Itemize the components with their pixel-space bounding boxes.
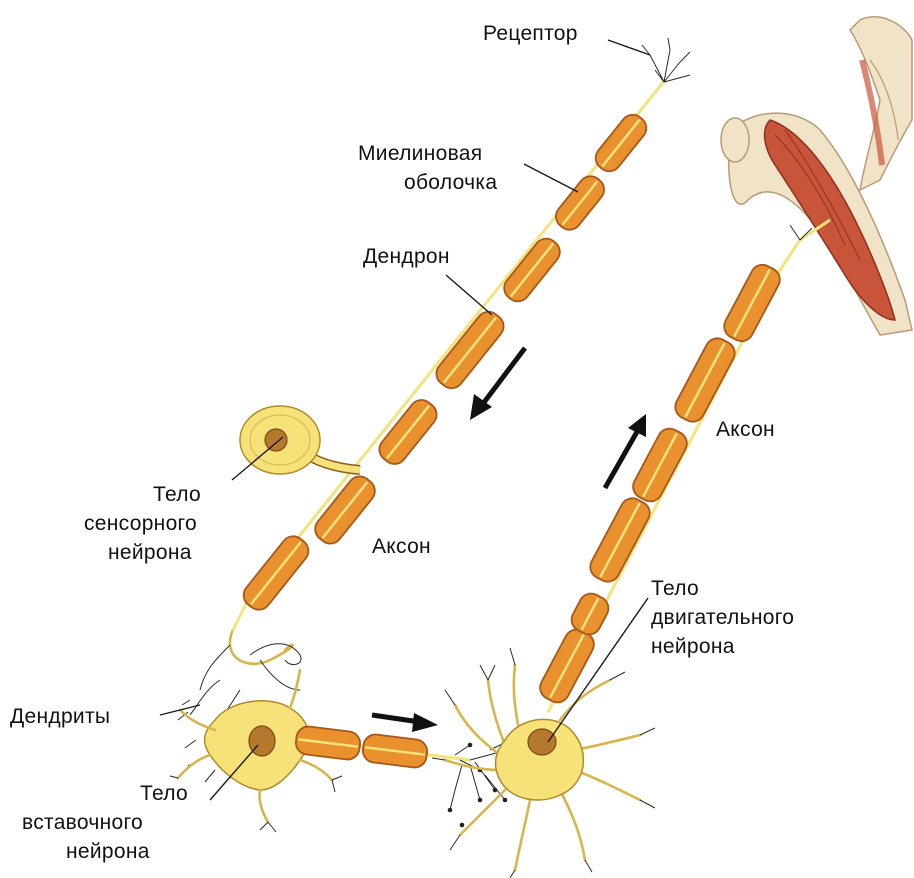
label-motor-line2: двигательного — [651, 606, 794, 629]
label-inter-line1: Тело — [140, 782, 188, 805]
sensory-cell-body — [240, 406, 360, 474]
label-sensory-line2: сенсорного — [84, 512, 197, 535]
label-myelin-line1: Миелиновая — [358, 142, 482, 165]
label-inter-line2: вставочного — [22, 811, 143, 834]
label-sensory-line1: Тело — [153, 483, 201, 506]
label-sensory-line3: нейрона — [108, 541, 192, 564]
label-dendrites: Дендриты — [10, 705, 110, 728]
label-axon-motor: Аксон — [716, 418, 775, 441]
label-axon-sensory: Аксон — [372, 535, 431, 558]
arrow-interneuron-direction — [372, 713, 438, 732]
label-myelin-line2: оболочка — [404, 171, 497, 194]
label-receptor: Рецептор — [483, 22, 578, 45]
label-dendron: Дендрон — [363, 245, 450, 268]
label-motor-line3: нейрона — [651, 635, 735, 658]
receptor-endings — [642, 38, 690, 82]
label-inter-line3: нейрона — [66, 840, 150, 863]
label-motor-line1: Тело — [651, 577, 699, 600]
